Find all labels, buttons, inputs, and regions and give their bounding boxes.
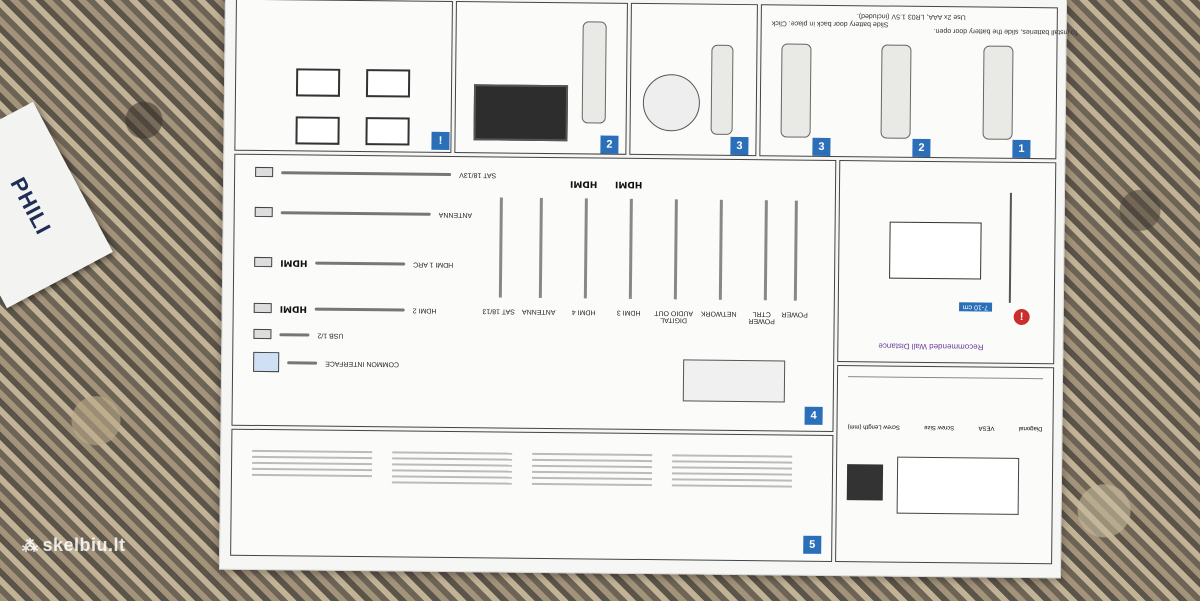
port-label-digital-audio: DIGITAL AUDIO OUT [654, 309, 694, 324]
port-label-hdmi4: HDMI 4 [571, 308, 596, 316]
tv-icon [365, 69, 411, 98]
wall-mount-panel: 7-10 cm ! Recommended Wall Distance [837, 160, 1057, 365]
port-usb: USB 1/2 [253, 323, 344, 346]
wall-distance-title: Recommended Wall Distance [878, 341, 984, 352]
port-common-interface: COMMON INTERFACE [253, 351, 399, 375]
hdmi-logo: HDMI [614, 178, 643, 189]
step-badge: 5 [803, 535, 822, 554]
watermark-logo-icon: ⁂ [22, 538, 39, 555]
safety-text-col4 [671, 450, 793, 491]
vesa-header-screw: Screw Size [924, 423, 955, 431]
watermark-text: skelbiu.lt [42, 535, 126, 555]
step-badge: ! [431, 131, 450, 150]
step-number-3: 3 [812, 137, 831, 156]
cable-digital-audio [673, 199, 678, 300]
step-number-2: 2 [912, 138, 931, 158]
step-number-1: 1 [1012, 139, 1031, 159]
vesa-header-diagonal: Diagonal [1018, 424, 1043, 432]
port-label-antenna: ANTENNA [438, 210, 473, 218]
booklet-brand: PHILI [5, 173, 57, 239]
port-label-power-ctrl: POWER CTRL [748, 310, 775, 325]
port-label-hdmi2: HDMI 2 [412, 306, 437, 314]
vesa-panel: Diagonal VESA Screw Size Screw Length (m… [835, 365, 1055, 565]
safety-text-col2 [391, 447, 513, 488]
step-badge: 3 [730, 136, 749, 156]
step-badge: 4 [804, 406, 823, 425]
tv-icon [295, 116, 340, 145]
hdmi-logo: HDMI [569, 178, 598, 189]
port-sat: SAT 18/13V [255, 161, 496, 186]
wall-line [1008, 192, 1012, 303]
cable-power [793, 200, 798, 301]
port-label-hdmi3: HDMI 3 [616, 308, 641, 316]
safety-info-panel: 5 [230, 428, 834, 562]
distance-tag: 7-10 cm [958, 302, 993, 312]
warning-icon: ! [1013, 308, 1030, 326]
accessories-panel: ! [234, 0, 453, 153]
cable-power-ctrl [763, 200, 768, 301]
port-label-network: NETWORK [700, 309, 737, 317]
cable-hdmi3 [628, 198, 633, 299]
connections-panel: 4 SAT 18/13V ANTENNA HDMI HDMI 1 ARC HDM… [231, 153, 837, 433]
tv-icon [295, 68, 341, 97]
tv-icon [365, 117, 410, 146]
port-hdmi1: HDMI HDMI 1 ARC [254, 251, 454, 275]
port-hdmi2: HDMI HDMI 2 [253, 297, 437, 321]
vesa-table: Diagonal VESA Screw Size Screw Length (m… [847, 376, 1044, 440]
remote-control-icon [710, 44, 734, 135]
port-antenna: ANTENNA [254, 201, 473, 225]
port-label-ci: COMMON INTERFACE [325, 359, 400, 367]
cable-hdmi4 [583, 198, 588, 299]
battery-panel: 3 2 1 Slide battery door back in place. … [759, 4, 1078, 160]
remote-battery-icon [880, 44, 912, 139]
step2-text: Use 2x AAA, LR03 1.5V (included). [856, 12, 966, 21]
port-label-sat2: SAT 18/13 [482, 307, 515, 315]
cable-sat2 [498, 197, 503, 298]
cable-antenna2 [538, 197, 543, 298]
tv-on-wall-icon [889, 221, 982, 280]
port-label-usb: USB 1/2 [317, 331, 344, 339]
cable-network [718, 199, 723, 300]
safety-text-col3 [531, 449, 653, 490]
remote-control-icon [581, 21, 607, 124]
hdmi-logo: HDMI [280, 257, 308, 268]
remote-panel: 2 [454, 1, 628, 155]
safety-text-col1 [251, 446, 373, 481]
step-badge: 2 [600, 135, 619, 154]
step3-text: Slide battery door back in place. Click [771, 19, 889, 28]
vesa-header-length: Screw Length (mm) [847, 423, 900, 430]
port-label-hdmi1: HDMI 1 ARC [413, 260, 454, 268]
remote-battery-open-icon [780, 43, 812, 138]
keypad-icon [642, 73, 701, 132]
screw-diagram-icon [846, 464, 884, 501]
vesa-diagram-icon [896, 456, 1020, 515]
hdmi-logo: HDMI [279, 303, 308, 314]
quick-start-sheet: ! 2 3 3 2 1 Slide battery door back in p… [218, 0, 1078, 579]
tv-back-panel-icon [682, 359, 786, 403]
remote-battery-close-icon [982, 45, 1014, 140]
site-watermark: ⁂skelbiu.lt [22, 535, 126, 556]
remote-keypad-panel: 3 [629, 2, 758, 157]
port-label-sat: SAT 18/13V [459, 170, 497, 178]
step1-text: To install batteries, slide the battery … [933, 27, 1079, 36]
vesa-header-vesa: VESA [978, 424, 995, 431]
port-label-antenna2: ANTENNA [521, 307, 556, 316]
tv-screen-icon [473, 84, 569, 142]
